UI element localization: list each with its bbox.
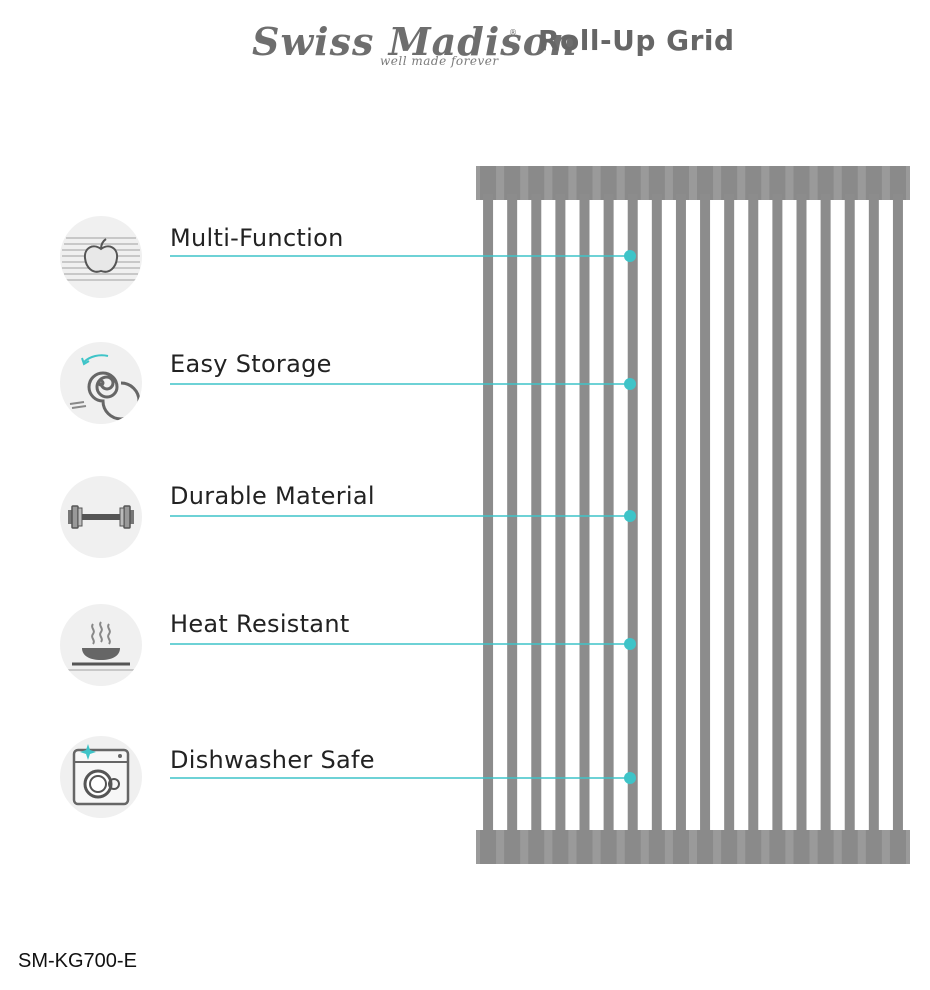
callout-dot <box>624 510 636 522</box>
grid-rod <box>651 194 662 836</box>
callout-lines <box>170 250 636 784</box>
apple-icon <box>60 216 142 298</box>
callout-dot <box>624 378 636 390</box>
grid-rod-cap-bottom <box>672 830 689 864</box>
brand-name: Swiss Madison <box>252 19 578 64</box>
grid-rod <box>820 194 831 836</box>
grid-rod-cap-bottom <box>865 830 882 864</box>
grid-rod-cap-bottom <box>721 830 738 864</box>
grid-rod <box>748 194 759 836</box>
grid-rod-cap-top <box>745 166 762 200</box>
feature-label: Dishwasher Safe <box>170 746 375 774</box>
hot-pan-icon <box>60 604 142 686</box>
grid-rod <box>675 194 686 836</box>
grid-rod <box>531 194 542 836</box>
grid-rod-cap-bottom <box>552 830 569 864</box>
grid-rod <box>796 194 807 836</box>
grid-rod <box>483 194 494 836</box>
grid-rod-cap-top <box>841 166 858 200</box>
grid-rod <box>507 194 518 836</box>
grid-rod-cap-top <box>697 166 714 200</box>
grid-rod-cap-bottom <box>745 830 762 864</box>
grid-rod <box>700 194 711 836</box>
feature-multi-function: Multi-Function <box>0 214 640 304</box>
grid-rod-cap-bottom <box>624 830 641 864</box>
feature-label: Multi-Function <box>170 224 344 252</box>
feature-dishwasher-safe: Dishwasher Safe <box>0 734 640 824</box>
grid-rod-cap-bottom <box>793 830 810 864</box>
feature-easy-storage: Easy Storage <box>0 340 640 430</box>
model-number: SM-KG700-E <box>18 950 137 972</box>
grid-rod-cap-bottom <box>817 830 834 864</box>
grid-rod-cap-top <box>600 166 617 200</box>
roll-icon <box>60 342 142 424</box>
grid-top-strip <box>476 166 910 200</box>
dishwasher-icon <box>60 736 142 818</box>
grid-rod-cap-bottom <box>769 830 786 864</box>
grid-rod <box>579 194 590 836</box>
grid-rod-cap-bottom <box>841 830 858 864</box>
grid-rod-cap-top <box>817 166 834 200</box>
feature-label: Durable Material <box>170 482 375 510</box>
grid-rod-cap-top <box>528 166 545 200</box>
brand-logo: Swiss Madison ® well made forever <box>252 20 577 70</box>
callout-dot <box>624 638 636 650</box>
product-title: Roll-Up Grid <box>538 24 735 57</box>
grid-rod-cap-top <box>576 166 593 200</box>
feature-heat-resistant: Heat Resistant <box>0 602 640 692</box>
grid-rod <box>603 194 614 836</box>
grid-rod-cap-bottom <box>648 830 665 864</box>
header: Swiss Madison ® well made forever Roll-U… <box>0 14 930 74</box>
callout-dot <box>624 250 636 262</box>
grid-rod <box>868 194 879 836</box>
grid-rod-cap-top <box>889 166 906 200</box>
grid-rod-cap-top <box>769 166 786 200</box>
grid-rod-cap-top <box>552 166 569 200</box>
feature-label: Easy Storage <box>170 350 332 378</box>
grid-rod <box>724 194 735 836</box>
grid-rod <box>892 194 903 836</box>
grid-rod-cap-top <box>480 166 497 200</box>
grid-rod-cap-bottom <box>504 830 521 864</box>
grid-rod-cap-bottom <box>697 830 714 864</box>
grid-rod-cap-bottom <box>600 830 617 864</box>
grid-rod-cap-top <box>624 166 641 200</box>
grid-rod-cap-bottom <box>528 830 545 864</box>
grid-rod-cap-top <box>648 166 665 200</box>
brand-registered-mark: ® <box>509 28 517 37</box>
brand-tagline: well made forever <box>380 54 499 68</box>
grid-rod-cap-top <box>793 166 810 200</box>
feature-durable-material: Durable Material <box>0 474 640 564</box>
grid-rod-cap-top <box>504 166 521 200</box>
grid-rod <box>772 194 783 836</box>
grid-rod-cap-top <box>721 166 738 200</box>
grid-rod-cap-bottom <box>480 830 497 864</box>
grid-rod <box>555 194 566 836</box>
grid-rod-cap-top <box>865 166 882 200</box>
feature-label: Heat Resistant <box>170 610 350 638</box>
grid-rod-cap-bottom <box>576 830 593 864</box>
dumbbell-icon <box>60 476 142 558</box>
grid-rod-cap-top <box>672 166 689 200</box>
grid-bottom-strip <box>476 830 910 864</box>
grid-rod-cap-bottom <box>889 830 906 864</box>
callout-dot <box>624 772 636 784</box>
grid-rod <box>844 194 855 836</box>
